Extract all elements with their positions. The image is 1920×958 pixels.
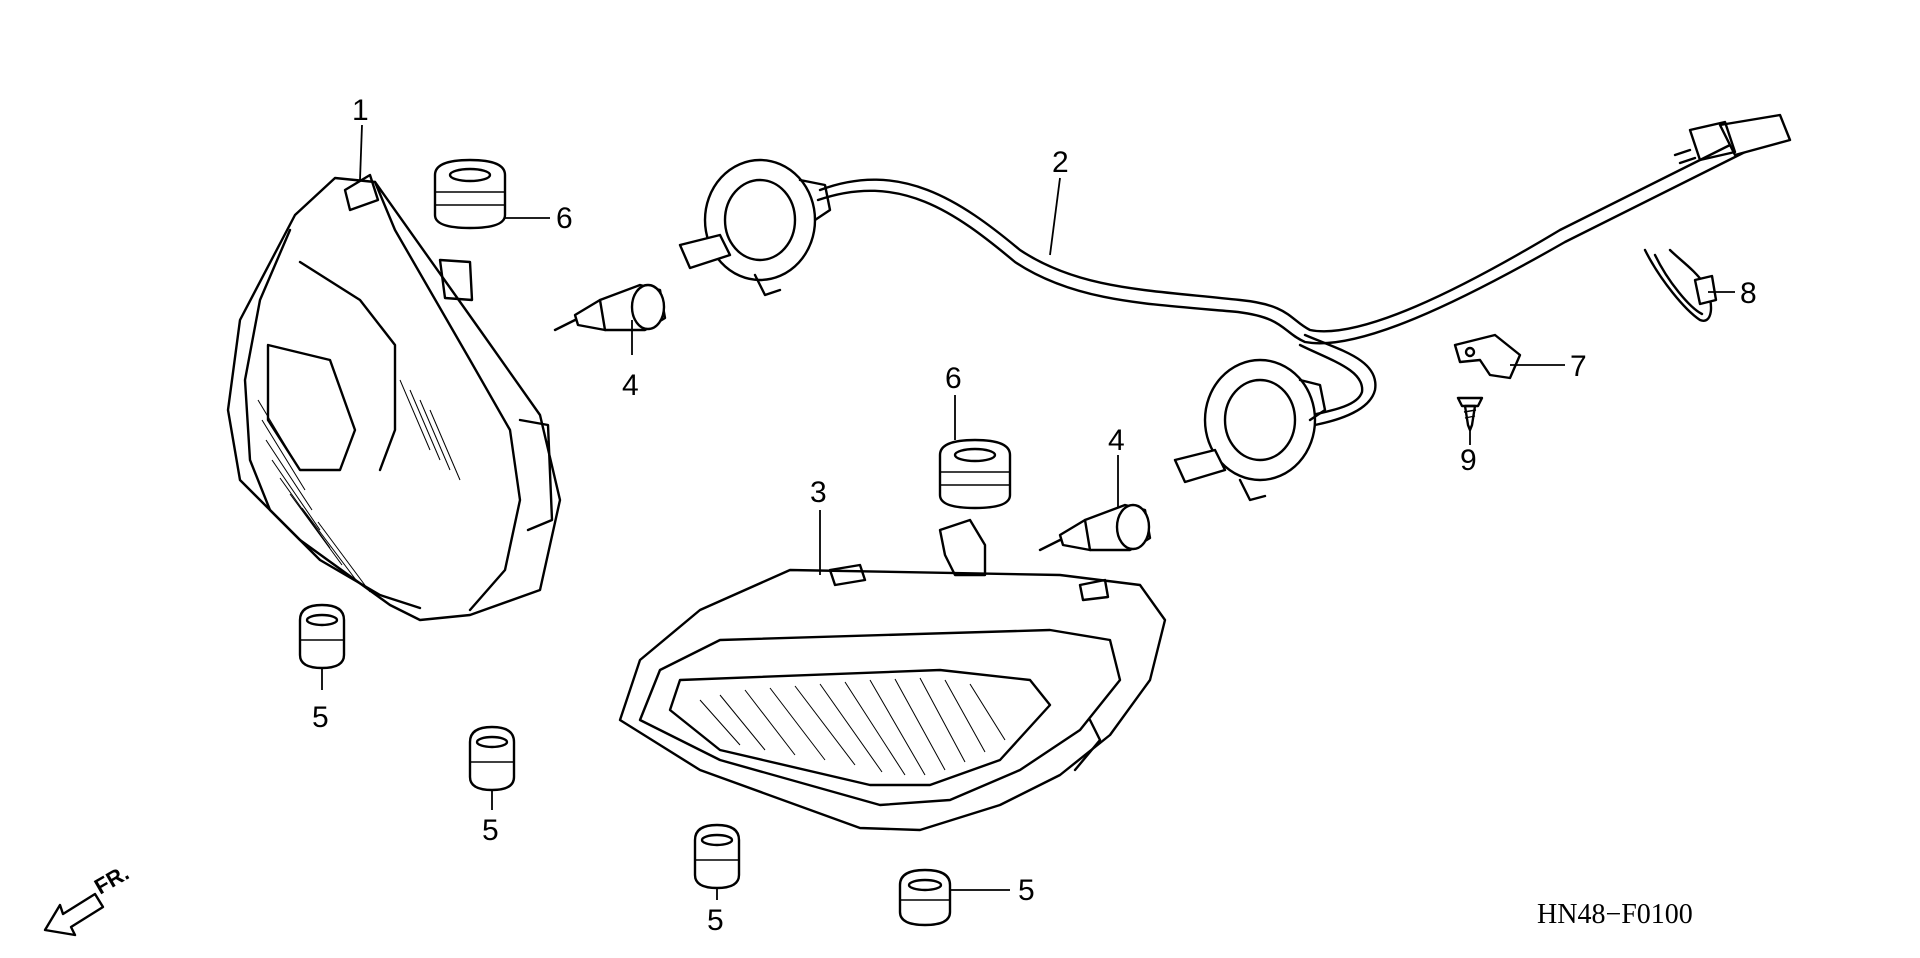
- callout-5-b: 5: [482, 814, 499, 847]
- cushion-4: [898, 868, 952, 927]
- front-label: FR.: [90, 860, 133, 899]
- clamp-7: [1453, 333, 1522, 380]
- callout-5-a: 5: [312, 701, 329, 734]
- callout-labels: 1 2 3 4 4 5 5 5 5 6 6 7 8 9: [312, 94, 1757, 937]
- grommet-middle: [938, 438, 1012, 510]
- callout-9: 9: [1460, 444, 1477, 477]
- cushion-1: [298, 603, 346, 670]
- band-8: [1643, 248, 1718, 322]
- bulb-upper: [553, 283, 667, 332]
- leader-lines: [321, 124, 1735, 900]
- grommet-upper: [433, 158, 507, 230]
- headlight-left-hatching: [257, 379, 461, 593]
- callout-5-d: 5: [1018, 874, 1035, 907]
- callout-4-lower: 4: [1108, 424, 1125, 457]
- cushion-3: [693, 823, 741, 890]
- headlight-right-hatching: [699, 677, 1006, 776]
- headlight-left: [226, 173, 562, 622]
- wire-harness: [678, 113, 1792, 502]
- screw-9: [1456, 396, 1484, 432]
- cushion-2: [468, 725, 516, 792]
- callout-6-upper: 6: [556, 202, 573, 235]
- callout-4-upper: 4: [622, 369, 639, 402]
- callout-2: 2: [1052, 146, 1069, 179]
- headlight-right: [618, 518, 1167, 832]
- diagram-code: HN48−F0100: [1537, 899, 1693, 930]
- callout-8: 8: [1740, 277, 1757, 310]
- callout-5-c: 5: [707, 904, 724, 937]
- front-direction-arrow: FR.: [43, 860, 133, 937]
- callout-1: 1: [352, 94, 369, 127]
- bulb-lower: [1038, 503, 1152, 552]
- callout-6-middle: 6: [945, 362, 962, 395]
- callout-7: 7: [1570, 350, 1587, 383]
- callout-3: 3: [810, 476, 827, 509]
